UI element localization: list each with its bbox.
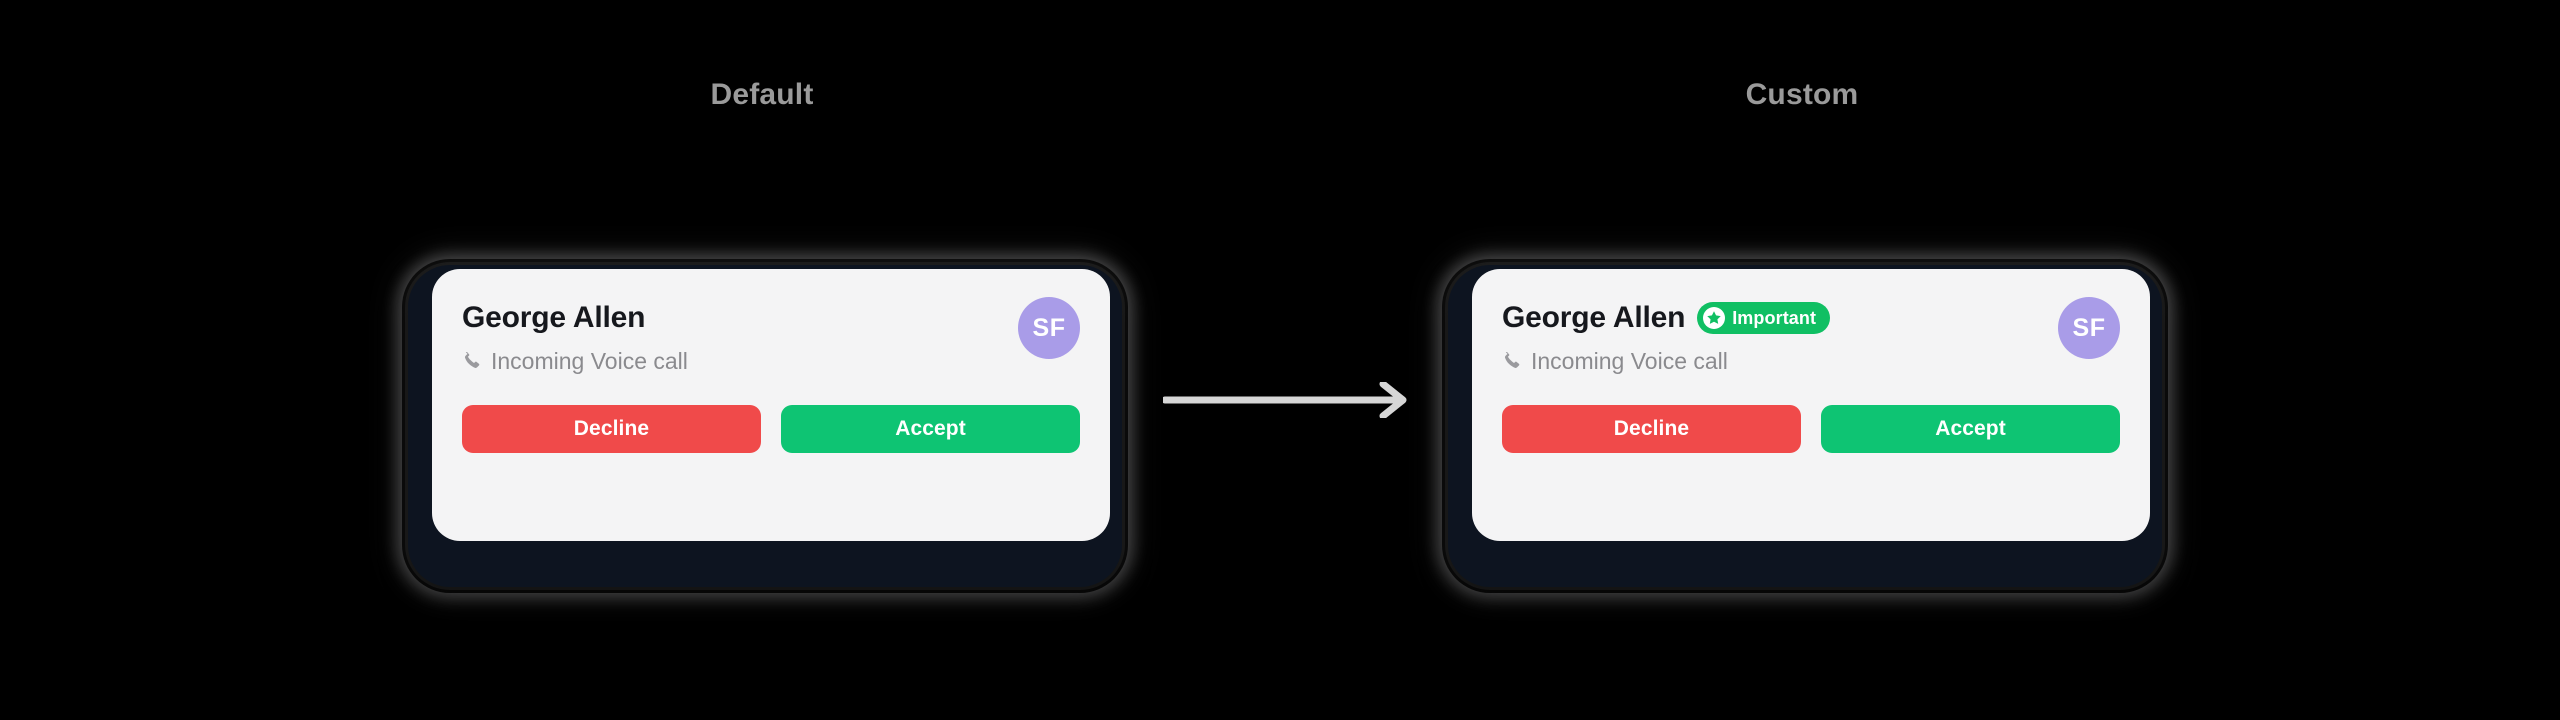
decline-button[interactable]: Decline: [1502, 405, 1801, 453]
column-heading-custom: Custom: [1745, 78, 1859, 111]
status-badge-label: Important: [1732, 307, 1817, 328]
avatar: SF: [2058, 297, 2120, 359]
title-row: George Allen Important: [1502, 299, 1831, 337]
card-actions: Decline Accept: [1502, 405, 2120, 453]
caller-name: George Allen: [462, 301, 646, 334]
card-actions: Decline Accept: [462, 405, 1080, 453]
call-status-text: Incoming Voice call: [1531, 348, 1728, 374]
phone-icon: [462, 351, 482, 372]
caller-name: George Allen: [1502, 301, 1686, 334]
star-circle-icon: [1703, 307, 1726, 329]
card-header-text: George Allen Important: [1502, 297, 1831, 375]
accept-button[interactable]: Accept: [781, 405, 1080, 453]
device-frame-custom: George Allen Important: [1448, 265, 2162, 587]
card-header: George Allen Incoming Voice call SF: [462, 297, 1080, 375]
subtitle-row: Incoming Voice call: [462, 348, 688, 375]
card-header-text: George Allen Incoming Voice call: [462, 297, 688, 375]
subtitle-row: Incoming Voice call: [1502, 348, 1830, 375]
column-heading-default: Default: [710, 78, 814, 111]
card-header: George Allen Important: [1502, 297, 2120, 375]
avatar: SF: [1018, 297, 1080, 359]
phone-icon: [1502, 351, 1522, 372]
decline-button[interactable]: Decline: [462, 405, 761, 453]
call-notification-card-default[interactable]: George Allen Incoming Voice call SF Decl…: [432, 269, 1110, 541]
title-row: George Allen: [462, 299, 688, 337]
device-frame-default: George Allen Incoming Voice call SF Decl…: [408, 265, 1122, 587]
call-status-text: Incoming Voice call: [491, 348, 688, 374]
accept-button[interactable]: Accept: [1821, 405, 2120, 453]
call-notification-card-custom[interactable]: George Allen Important: [1472, 269, 2150, 541]
arrow-right-icon: [1163, 382, 1413, 418]
status-badge-important[interactable]: Important: [1697, 302, 1831, 334]
